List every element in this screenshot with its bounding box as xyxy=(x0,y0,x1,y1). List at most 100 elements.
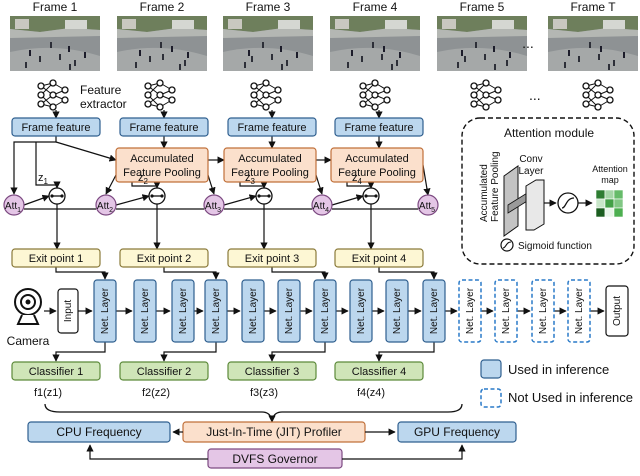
exit-point-label-4: Exit point 4 xyxy=(352,253,406,265)
gate-pin xyxy=(364,194,368,198)
net-layer-label: Net. Layer xyxy=(140,287,151,334)
classifier-output-3: f3(z3) xyxy=(250,387,278,399)
bottom-controls: CPU Frequency Just-In-Time (JIT) Profile… xyxy=(27,403,517,469)
pedestrian xyxy=(351,50,353,56)
legend-used-swatch xyxy=(480,359,502,379)
att-to-gate-2 xyxy=(115,194,150,206)
output-box xyxy=(605,285,629,337)
pedestrian xyxy=(493,46,495,52)
attention-node-label-5: Att5 xyxy=(419,201,435,214)
frame-title-1: Frame 1 xyxy=(33,0,78,14)
feature-extractor-icon-2 xyxy=(144,79,176,111)
gate-pin xyxy=(150,194,154,198)
unused-net-layer-label: Net. Layer xyxy=(538,287,549,334)
frame-feature-label-2: Frame feature xyxy=(129,122,198,134)
pedestrian xyxy=(160,42,162,48)
cpu-frequency-label: CPU Frequency xyxy=(56,425,141,439)
attention-map-cell xyxy=(595,198,606,209)
attention-pooling-label-2: Feature Pooling xyxy=(490,151,501,222)
exit-to-layer-arrow xyxy=(55,267,109,280)
pedestrian xyxy=(29,50,31,56)
attention-subscript: 2 xyxy=(109,207,113,214)
z-text: z xyxy=(138,172,144,184)
pedestrian xyxy=(59,54,61,60)
pool1-to-gate2 xyxy=(131,181,161,189)
net-layer-4 xyxy=(204,279,228,343)
pool-to-att4 xyxy=(315,174,324,195)
pedestrian xyxy=(171,46,173,52)
attention-subscript: 5 xyxy=(431,207,435,214)
z-label-2: z2 xyxy=(138,172,149,186)
pedestrian xyxy=(391,64,393,70)
pedestrian xyxy=(68,46,70,52)
pedestrian xyxy=(623,52,625,58)
z-label-3: z3 xyxy=(245,172,256,186)
unused-net-layer-label: Net. Layer xyxy=(501,287,512,334)
attention-map-cell xyxy=(604,198,615,209)
unused-net-layer-label: Net. Layer xyxy=(574,287,585,334)
z-text: z xyxy=(38,172,44,184)
net-layer-9 xyxy=(385,279,409,343)
frame-scene xyxy=(223,16,313,71)
pedestrian xyxy=(484,54,486,60)
frame-thumbnail-2 xyxy=(117,16,207,71)
net-layer-label: Net. Layer xyxy=(100,287,111,334)
pedestrian xyxy=(262,42,264,48)
conv-layer-icon xyxy=(525,179,545,231)
governor-to-gpu-arrow xyxy=(342,444,466,460)
attention-text: Att xyxy=(205,201,217,212)
pedestrian xyxy=(69,64,71,70)
pool1-to-att2 xyxy=(105,174,117,195)
layer-to-classifier-arrow xyxy=(52,342,106,362)
legend-not-used-swatch xyxy=(480,388,502,408)
pedestrian xyxy=(461,50,463,56)
classifier-label-1: Classifier 1 xyxy=(29,366,83,378)
pedestrian xyxy=(271,54,273,60)
net-layer-label: Net. Layer xyxy=(392,287,403,334)
frame-title-2: Frame 2 xyxy=(140,0,185,14)
conv-layer-label-1: Conv xyxy=(519,154,542,165)
gpu-frequency-label: GPU Frequency xyxy=(414,425,500,439)
attention-map-label-1: Attention xyxy=(592,164,628,174)
frame-title-6: Frame T xyxy=(570,0,616,14)
exit-point-box-1 xyxy=(11,248,101,268)
pedestrian xyxy=(248,50,250,56)
pedestrian xyxy=(399,52,401,58)
exit-point-label-1: Exit point 1 xyxy=(29,253,83,265)
pedestrian xyxy=(589,42,591,48)
classifier-output-4: f4(z4) xyxy=(357,387,385,399)
attention-map-cell xyxy=(604,189,615,200)
attention-node-label-2: Att2 xyxy=(97,201,113,214)
exit-to-layer-arrow xyxy=(378,267,438,280)
frame-feature-label-3: Frame feature xyxy=(237,122,306,134)
attention-map-cell xyxy=(595,207,606,218)
ff1-to-gate1 xyxy=(35,142,61,189)
legend-not-used-label: Not Used in inference xyxy=(508,390,633,405)
accumulated-pooling-box-1 xyxy=(115,147,209,183)
gate-pin xyxy=(267,194,271,198)
net-layer-label: Net. Layer xyxy=(248,287,259,334)
z-subscript: 2 xyxy=(144,177,149,186)
gate-pin xyxy=(374,194,378,198)
frame-title-4: Frame 4 xyxy=(353,0,398,14)
classifier-output-2: f2(z2) xyxy=(142,387,170,399)
legend-used-label: Used in inference xyxy=(508,362,609,377)
classifier-brace xyxy=(44,403,463,421)
pedestrian xyxy=(383,46,385,52)
net-layer-label: Net. Layer xyxy=(284,287,295,334)
net-layer-label: Net. Layer xyxy=(356,287,367,334)
exit-point-label-2: Exit point 2 xyxy=(137,253,191,265)
pedestrian xyxy=(613,60,615,66)
z-subscript: 4 xyxy=(358,177,363,186)
attention-module: Attention module Accumulated Feature Poo… xyxy=(461,117,635,265)
attention-node-label-1: Att1 xyxy=(5,201,21,214)
frame-feature-box-3 xyxy=(227,117,317,137)
layer-to-classifier-arrow xyxy=(375,342,435,362)
pedestrian xyxy=(578,56,580,62)
pool-to-att3 xyxy=(207,174,216,195)
pedestrian xyxy=(600,46,602,52)
pooling-label-line1: Accumulated xyxy=(345,153,409,165)
